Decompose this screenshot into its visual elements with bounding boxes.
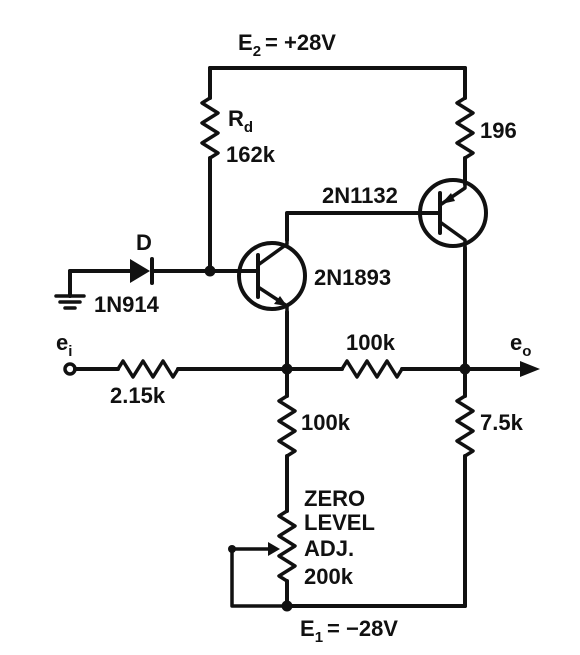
q1-collector-lead bbox=[256, 238, 289, 267]
q2-collector-lead bbox=[438, 220, 467, 250]
rin-resistor bbox=[116, 359, 180, 379]
rfb-resistor bbox=[340, 359, 404, 379]
r196-value-label: 196 bbox=[480, 118, 517, 143]
q1-emitter-arrow bbox=[274, 296, 287, 306]
pot-shunt-wire bbox=[230, 547, 289, 608]
rload-value-label: 7.5k bbox=[480, 410, 524, 435]
q1-part-label: 2N1893 bbox=[314, 265, 391, 290]
q2-base-wire bbox=[285, 211, 422, 242]
rload-resistor bbox=[455, 394, 475, 458]
e2-label: E2= +28V bbox=[238, 30, 336, 60]
ground-icon bbox=[54, 294, 86, 310]
pot-label-line1: ZERO bbox=[304, 486, 365, 511]
q2-part-label: 2N1132 bbox=[322, 183, 398, 208]
junction-wiper bbox=[228, 545, 236, 553]
e1-label: E1= −28V bbox=[300, 616, 398, 646]
rd-resistor bbox=[200, 96, 220, 160]
output-label: eo bbox=[510, 330, 531, 360]
pot-wiper-arrow bbox=[268, 542, 280, 556]
rbias-value-label: 100k bbox=[301, 410, 351, 435]
rd-value-label: 162k bbox=[226, 142, 276, 167]
rd-name-label: Rd bbox=[228, 106, 253, 136]
diode-triangle bbox=[130, 259, 150, 283]
pot-label-line3: ADJ. bbox=[304, 536, 354, 561]
q1-transistor-body bbox=[237, 241, 307, 311]
diode-name-label: D bbox=[136, 230, 152, 255]
pot-label-line4: 200k bbox=[304, 564, 354, 589]
output-arrow-icon bbox=[520, 361, 540, 377]
rfb-value-label: 100k bbox=[346, 330, 396, 355]
junction-bottom bbox=[281, 600, 293, 612]
rin-value-label: 2.15k bbox=[110, 383, 166, 408]
pot-label-line2: LEVEL bbox=[304, 510, 375, 535]
diode-part-label: 1N914 bbox=[94, 292, 160, 317]
q2-emitter-arrow bbox=[441, 193, 455, 204]
pot-resistor bbox=[277, 509, 297, 583]
r196-resistor bbox=[455, 96, 475, 160]
rbias-resistor bbox=[277, 394, 297, 458]
input-label: ei bbox=[56, 330, 72, 360]
